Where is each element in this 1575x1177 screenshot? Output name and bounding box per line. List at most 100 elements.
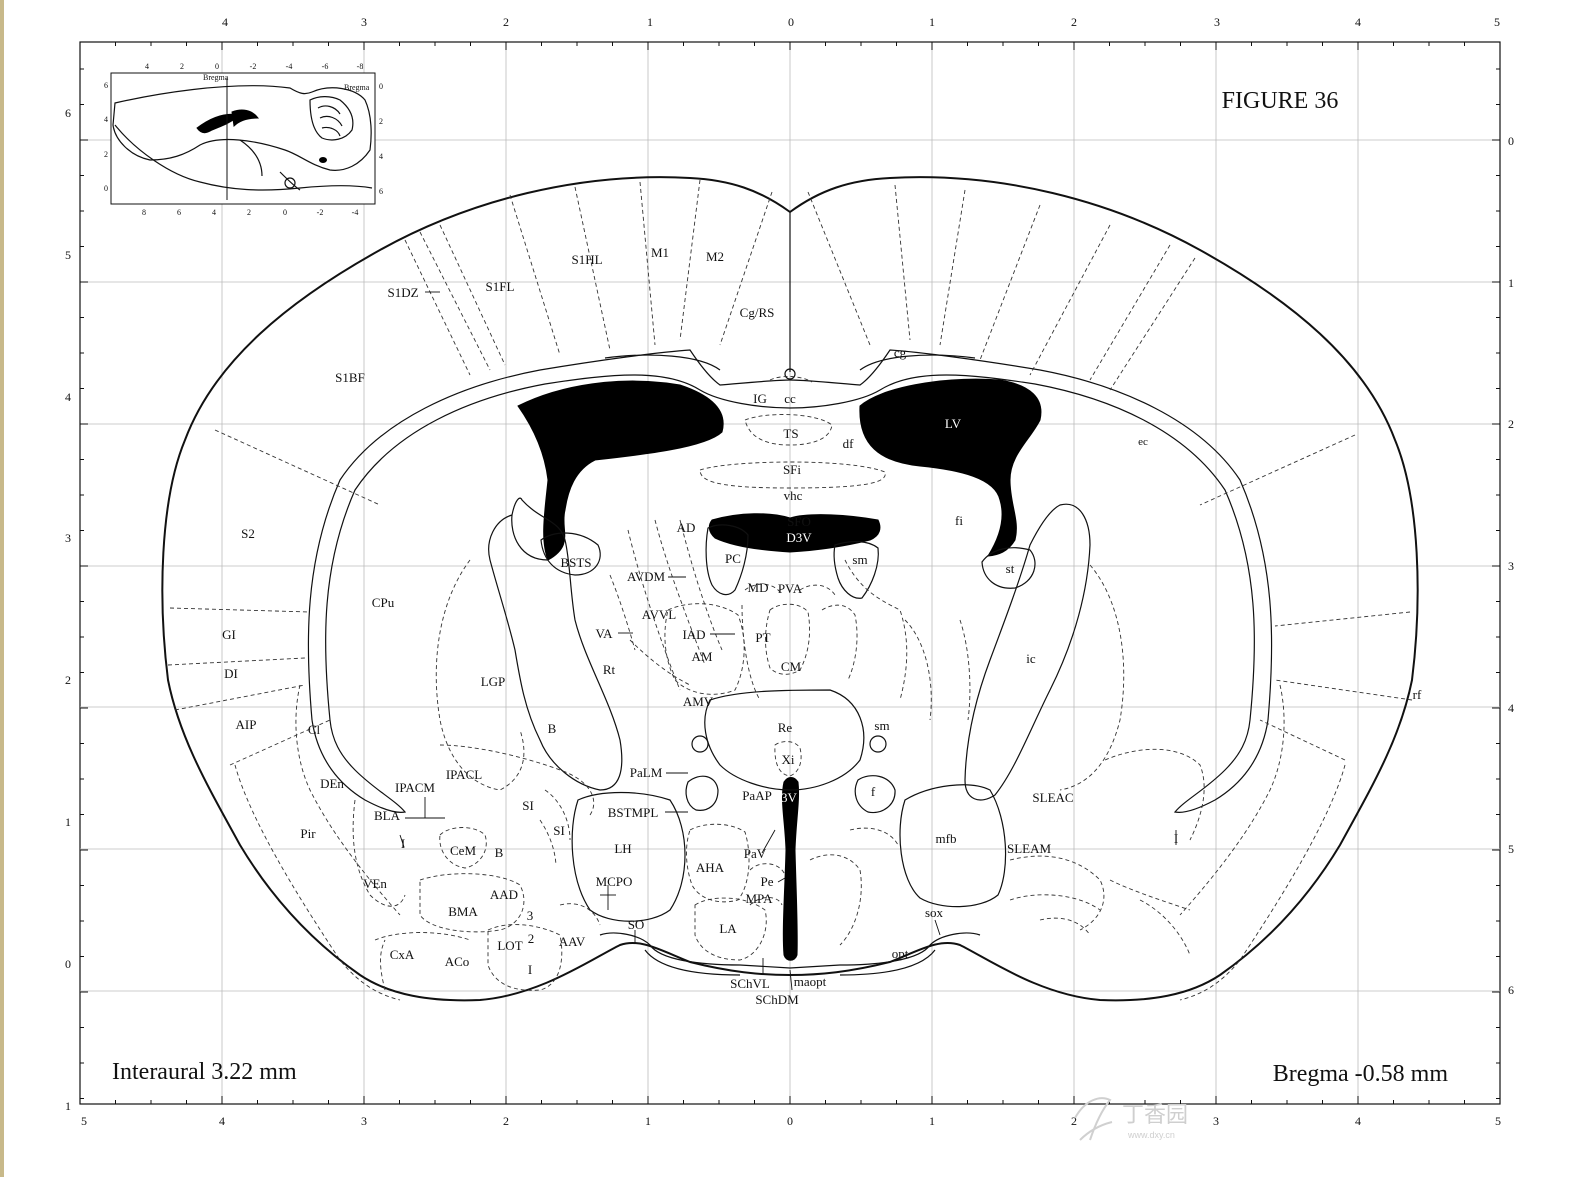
- left-axis: 6 5 4 3 2 1 0 1: [65, 106, 71, 1113]
- label-CxA: CxA: [390, 947, 415, 962]
- inset-bottom-tick: -4: [352, 208, 359, 217]
- bottom-tick: 4: [1355, 1114, 1361, 1128]
- label-Rt: Rt: [603, 662, 616, 677]
- label-SFi: SFi: [783, 462, 801, 477]
- label-3V: 3V: [781, 790, 798, 805]
- label-DI: DI: [224, 666, 238, 681]
- inset-right-tick: 0: [379, 82, 383, 91]
- watermark: 丁香园 www.dxy.cn: [1074, 1097, 1188, 1141]
- label-PaLM: PaLM: [630, 765, 663, 780]
- label-SI: SI: [522, 798, 534, 813]
- top-tick: 4: [222, 15, 228, 29]
- right-tick: 2: [1508, 417, 1514, 431]
- label-fi: fi: [955, 513, 963, 528]
- label-AAD: AAD: [490, 887, 518, 902]
- label-SO: SO: [628, 917, 645, 932]
- top-tick: 5: [1494, 15, 1500, 29]
- label-IPACL: IPACL: [446, 767, 482, 782]
- inset-top-tick: 0: [215, 62, 219, 71]
- label-ACo: ACo: [445, 954, 470, 969]
- label-PVA: PVA: [778, 581, 803, 596]
- top-tick: 3: [1214, 15, 1220, 29]
- top-tick: 2: [1071, 15, 1077, 29]
- bottom-tick: 2: [503, 1114, 509, 1128]
- label-AVVL: AVVL: [642, 607, 676, 622]
- label-rf: rf: [1413, 687, 1422, 702]
- left-tick: 3: [65, 531, 71, 545]
- label-AAV: AAV: [559, 934, 586, 949]
- inset-top-tick: 4: [145, 62, 149, 71]
- label-f: f: [871, 784, 876, 799]
- inset-right-tick: 6: [379, 187, 383, 196]
- dorsal-third-ventricle: [708, 513, 881, 553]
- label-AD: AD: [677, 520, 696, 535]
- sagittal-inset: Bregma Bregma 4 2 0 -2 -4 -6 -8 8 6 4 2 …: [104, 62, 383, 217]
- label-SFO: SFO: [787, 514, 811, 529]
- right-tick: 5: [1508, 842, 1514, 856]
- right-tick: 3: [1508, 559, 1514, 573]
- label-I-bottom: I: [528, 962, 532, 977]
- bottom-tick: 1: [645, 1114, 651, 1128]
- label-VA: VA: [595, 626, 613, 641]
- label-LA: LA: [719, 921, 737, 936]
- label-DEn: DEn: [320, 776, 344, 791]
- leader-lines: [399, 291, 1177, 991]
- left-tick: 0: [65, 957, 71, 971]
- inset-bottom-tick: 2: [247, 208, 251, 217]
- lateral-ventricle-right: [859, 378, 1042, 557]
- label-I-right: I: [1174, 831, 1178, 846]
- label-S1FL: S1FL: [486, 279, 515, 294]
- watermark-url: www.dxy.cn: [1127, 1130, 1175, 1140]
- bottom-tick: 4: [219, 1114, 225, 1128]
- label-PaAP: PaAP: [742, 788, 772, 803]
- label-IG: IG: [753, 391, 767, 406]
- label-PaV: PaV: [744, 846, 767, 861]
- label-df: df: [843, 436, 855, 451]
- label-SChVL: SChVL: [730, 976, 770, 991]
- left-tick: 2: [65, 673, 71, 687]
- label-SI-lower: SI: [553, 823, 565, 838]
- label-BSTS: BSTS: [560, 555, 591, 570]
- label-LV: LV: [945, 416, 962, 431]
- label-st: st: [1006, 561, 1015, 576]
- label-VEn: VEn: [363, 876, 387, 891]
- brain-section: [161, 176, 1419, 1002]
- bottom-tick: 5: [81, 1114, 87, 1128]
- label-LOT: LOT: [497, 938, 522, 953]
- top-tick: 4: [1355, 15, 1361, 29]
- label-Re: Re: [778, 720, 793, 735]
- label-sm: sm: [852, 552, 867, 567]
- label-PT: PT: [755, 630, 770, 645]
- label-CeM: CeM: [450, 843, 476, 858]
- figure-title: FIGURE 36: [1222, 88, 1339, 114]
- bottom-axis: 5 4 3 2 1 0 1 2 3 4 5: [81, 1114, 1501, 1128]
- top-axis: 4 3 2 1 0 1 2 3 4 5: [222, 15, 1500, 29]
- label-SLEAC: SLEAC: [1032, 790, 1073, 805]
- bottom-tick: 5: [1495, 1114, 1501, 1128]
- bottom-tick: 3: [1213, 1114, 1219, 1128]
- label-SChDM: SChDM: [755, 992, 799, 1007]
- inset-left-tick: 6: [104, 81, 108, 90]
- inset-top-tick: -2: [250, 62, 257, 71]
- interaural-caption: Interaural 3.22 mm: [112, 1059, 297, 1085]
- inset-top-tick: 2: [180, 62, 184, 71]
- label-cg: cg: [894, 345, 907, 360]
- label-AM: AM: [692, 649, 713, 664]
- label-cc: cc: [784, 391, 796, 406]
- label-AMV: AMV: [683, 694, 714, 709]
- coordinate-grid: [80, 42, 1500, 1104]
- right-tick: 6: [1508, 983, 1514, 997]
- label-vhc: vhc: [784, 488, 803, 503]
- axis-tick-marks: [79, 42, 1501, 1104]
- inset-top-tick: -6: [322, 62, 329, 71]
- label-Cg-RS: Cg/RS: [740, 305, 775, 320]
- label-LGP: LGP: [481, 674, 506, 689]
- label-SLEAM: SLEAM: [1007, 841, 1052, 856]
- watermark-text: 丁香园: [1122, 1102, 1188, 1127]
- left-tick: 6: [65, 106, 71, 120]
- right-axis: 0 1 2 3 4 5 6: [1508, 134, 1514, 997]
- label-sox: sox: [925, 905, 944, 920]
- label-D3V: D3V: [786, 530, 812, 545]
- inset-left-tick: 2: [104, 150, 108, 159]
